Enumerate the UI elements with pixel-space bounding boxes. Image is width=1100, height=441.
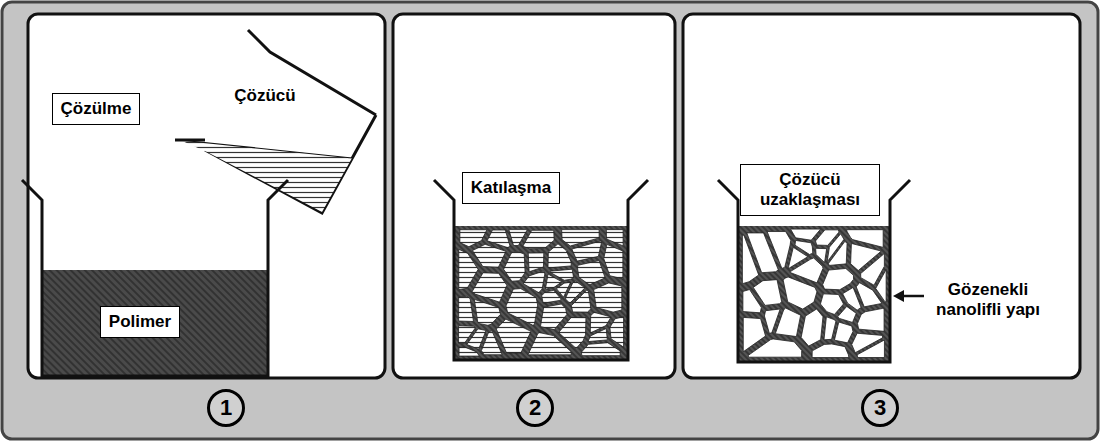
step-panel [393,14,675,378]
pore-cell [472,244,505,267]
pore-cell [861,254,885,285]
pore-cell [857,340,884,358]
pore-cell [824,317,836,340]
pore-cell [606,230,623,246]
node-text: Katılaşma [471,178,551,198]
pore-cell [460,230,487,247]
pore-cell [590,312,611,333]
pore-cell [823,268,854,289]
pore-cell [504,252,525,282]
pore-cell [790,258,823,283]
pore-cell [550,269,573,280]
pore-cell [506,289,538,326]
fiber-network [739,226,889,361]
pore-cell [816,248,827,262]
pore-cell [827,234,844,262]
pore-cell [743,290,761,313]
liquid-surface [180,140,352,158]
pore-cell [775,308,800,337]
beaker [22,180,288,376]
pore-cell [581,343,620,356]
pore-cell [523,230,554,248]
pore-cell [467,329,486,349]
pore-cell [820,294,843,315]
pore-cell [487,230,510,248]
pore-cell [604,244,623,278]
pore-cell [472,273,507,302]
pore-cell [459,296,474,321]
pore-cell [791,229,821,240]
pore-cell [459,249,478,289]
node-text: Çözülme [61,99,132,119]
pore-cell [528,253,544,272]
pore-cell [542,290,561,303]
node-text: 1 [220,395,232,421]
step-number: 1 [207,389,245,427]
step-label: Çözülme [52,93,141,125]
pore-cell [783,277,817,309]
pore-cell [857,308,884,331]
arrow-head [893,290,904,302]
step-panel [28,14,385,378]
pore-cell [548,244,571,268]
pore-cell [559,317,586,348]
pore-cell [610,317,624,347]
step-number: 2 [516,389,554,427]
pore-cell [571,290,590,312]
pore-cell [838,306,857,322]
step-label: Çözücü uzaklaşması [740,164,880,217]
pore-cell [801,309,823,346]
pore-cell [834,322,853,343]
node-text: 2 [529,395,541,421]
pore-cell [523,271,545,293]
fiber-network [455,226,627,359]
pore-cell [795,240,813,254]
structure-label: Gözenekli nanolifli yapı [928,280,1048,321]
pore-cell [496,319,531,353]
node-text: Çözücü uzaklaşması [749,170,871,211]
step-label: Katılaşma [462,172,560,204]
pore-cell [812,344,849,358]
solvent-label: Çözücü [234,86,295,106]
solvent-liquid [180,140,352,212]
node-text: Polimer [109,312,171,332]
pore-cell [572,241,602,261]
pore-cell [856,283,882,307]
pore-cell [748,339,801,357]
node-text: 3 [874,395,886,421]
step-panel [683,14,1080,378]
pore-cell [742,235,758,283]
material-label: Polimer [100,306,180,338]
beaker [434,180,648,360]
pore-cell [540,304,566,330]
pore-cell [594,283,622,312]
polymer-fill [42,270,268,376]
pore-cell [474,299,500,325]
step-number: 3 [861,389,899,427]
pore-cell [578,261,606,285]
